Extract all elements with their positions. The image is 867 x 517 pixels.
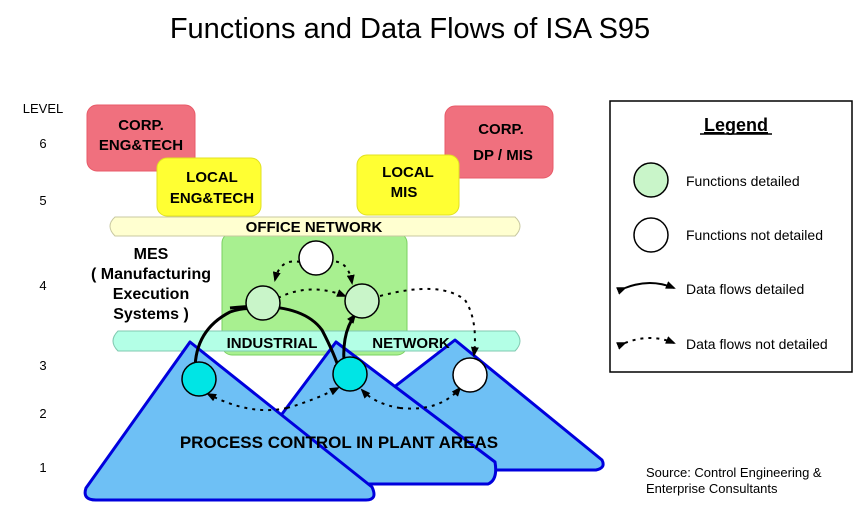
corp-eng-tech-line2: ENG&TECH [99,137,183,154]
local-eng-tech-line2: ENG&TECH [170,190,254,207]
source-line1: Source: Control Engineering & [646,465,822,480]
office-network-band [109,216,521,237]
mes-line2: ( Manufacturing [91,266,211,283]
level-5-label: 5 [39,193,46,208]
level-2-label: 2 [39,406,46,421]
diagram-title: Functions and Data Flows of ISA S95 [170,13,650,45]
corp-eng-tech-line1: CORP. [118,117,164,134]
corp-dp-mis-line1: CORP. [478,121,524,138]
plant-function-circle-middle [332,356,368,392]
flow-top-to-left [272,260,301,282]
source-line2: Enterprise Consultants [646,481,778,496]
process-control-label: PROCESS CONTROL IN PLANT AREAS [180,433,498,452]
plant-area-triangle-left [83,340,376,502]
level-6-label: 6 [39,136,46,151]
flow-middle-to-left-plant [206,393,288,412]
legend-functions-not-detailed-label: Functions not detailed [686,227,823,243]
legend-functions-detailed-icon [633,162,669,198]
flow-left-to-right [277,288,347,299]
plant-function-circle-left [181,361,217,397]
network-label: NETWORK [372,335,450,352]
legend-flows-not-detailed-label: Data flows not detailed [686,336,828,352]
legend-title: Legend [704,115,768,135]
corp-dp-mis-line2: DP / MIS [473,147,533,164]
corp-eng-tech-box [86,104,196,172]
legend-flows-detailed-label: Data flows detailed [686,281,804,297]
function-not-detailed-circle-top [298,240,334,276]
legend-functions-detailed-label: Functions detailed [686,173,800,189]
flow-left-to-middle-plant [286,387,340,409]
mes-line1: MES [134,246,169,263]
level-4-label: 4 [39,278,46,293]
industrial-label: INDUSTRIAL [227,335,318,352]
plant-function-circle-right [452,357,488,393]
legend-flows-detailed-icon [616,281,676,295]
office-network-label: OFFICE NETWORK [246,219,383,236]
function-detailed-circle-left [245,285,281,321]
function-detailed-circle-right [344,283,380,319]
local-mis-line1: LOCAL [382,164,434,181]
corp-dp-mis-box [444,105,554,179]
level-header: LEVEL [23,101,63,116]
level-3-label: 3 [39,358,46,373]
legend-functions-not-detailed-icon [633,217,669,253]
mes-line3: Execution [113,286,189,303]
local-eng-tech-line1: LOCAL [186,169,238,186]
level-1-label: 1 [39,460,46,475]
local-mis-box [356,154,460,216]
legend-flows-not-detailed-icon [616,336,676,350]
mes-line4: Systems ) [113,306,189,323]
local-eng-tech-box [156,157,262,217]
local-mis-line2: MIS [391,184,418,201]
industrial-network-band [112,330,521,352]
